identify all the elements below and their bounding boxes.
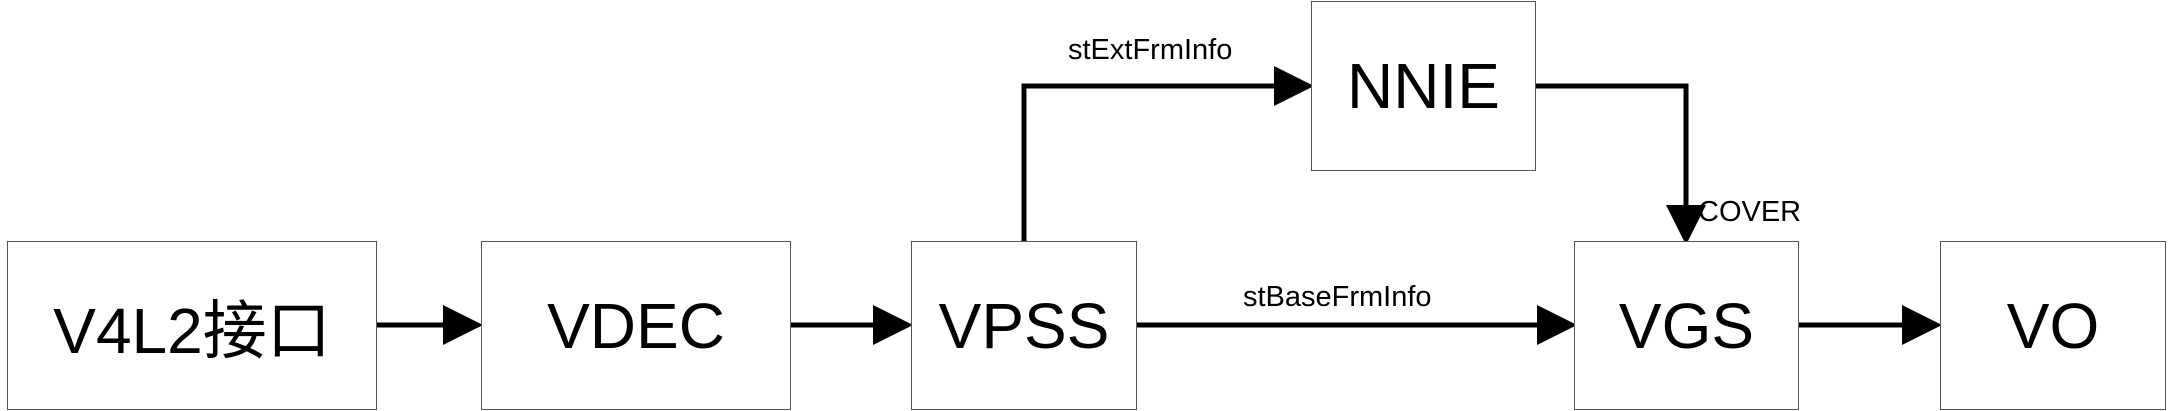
edge-label-stbasefrminfo: stBaseFrmInfo <box>1243 281 1432 313</box>
node-vo-label: VO <box>2006 289 2100 362</box>
edge-label-stextfrminfo: stExtFrmInfo <box>1068 34 1233 66</box>
node-v4l2: V4L2接口 <box>7 241 377 410</box>
node-nnie: NNIE <box>1311 1 1536 171</box>
node-vgs-label: VGS <box>1618 289 1755 362</box>
node-v4l2-label: V4L2接口 <box>53 294 331 367</box>
node-vpss: VPSS <box>911 241 1137 410</box>
node-vpss-label: VPSS <box>938 289 1110 362</box>
edge-label-cover: COVER <box>1698 196 1802 228</box>
node-vo: VO <box>1940 241 2166 410</box>
node-nnie-label: NNIE <box>1347 50 1500 122</box>
arrow-vpss-to-nnie <box>1021 66 1314 243</box>
node-vgs: VGS <box>1574 241 1799 410</box>
arrow-nnie-to-vgs <box>1536 83 1706 245</box>
node-vdec: VDEC <box>481 241 791 410</box>
node-vdec-label: VDEC <box>547 289 725 362</box>
